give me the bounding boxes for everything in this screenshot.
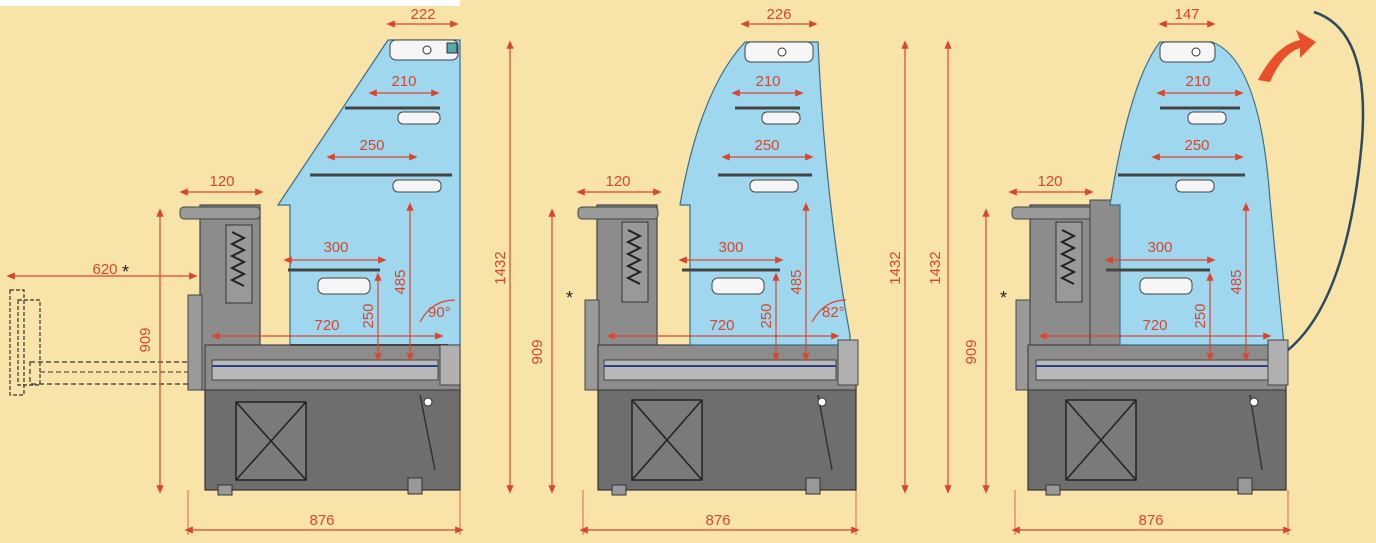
- dim-shelf1: 210: [755, 73, 780, 90]
- dim-top-width: 226: [766, 6, 791, 23]
- dim-h485: 485: [788, 269, 805, 294]
- dim-height-total: 1432: [927, 251, 944, 284]
- dim-height-total: 1432: [887, 251, 904, 284]
- dim-shelf2: 250: [754, 137, 779, 154]
- dim-shelf2: 250: [1184, 137, 1209, 154]
- dim-counter: 120: [209, 173, 234, 190]
- asterisk-mark: *: [122, 262, 129, 282]
- dim-width-total: 876: [705, 512, 730, 529]
- counter-top: [577, 206, 659, 220]
- dim-h250: 250: [360, 303, 377, 328]
- dim-h485: 485: [1228, 269, 1245, 294]
- dim-height-counter: 909: [529, 339, 546, 364]
- display-case-3: 147 210 250 120 300 720 250 485 1432 909…: [927, 6, 1365, 535]
- dim-angle: 82°: [822, 304, 845, 321]
- dim-shelf1: 210: [1185, 73, 1210, 90]
- display-case-1: 222 210 250 120 300 720 250 485 90° 1432…: [6, 6, 514, 535]
- dim-shelf2: 250: [359, 137, 384, 154]
- dim-base-depth: 720: [314, 317, 339, 334]
- counter-top: [1011, 206, 1093, 220]
- dim-height-counter: 909: [963, 339, 980, 364]
- dim-base-depth: 720: [1142, 317, 1167, 334]
- dim-height-total: 1432: [492, 251, 509, 284]
- dim-width-total: 876: [309, 512, 334, 529]
- dim-base-depth: 720: [709, 317, 734, 334]
- dim-h250: 250: [758, 303, 775, 328]
- dim-height-counter: 909: [137, 327, 154, 352]
- dim-counter: 120: [1037, 173, 1062, 190]
- extension-fixture: [9, 289, 191, 396]
- dim-counter: 120: [605, 173, 630, 190]
- dim-h250: 250: [1192, 303, 1209, 328]
- open-arrow-icon: [1258, 30, 1316, 82]
- counter-top: [179, 206, 261, 220]
- dim-shelf1: 210: [391, 73, 416, 90]
- dim-shelf3: 300: [1147, 239, 1172, 256]
- asterisk-mark: *: [566, 288, 573, 308]
- display-case-2: 226 210 250 120 300 720 250 485 82° 1432…: [529, 6, 909, 535]
- dim-angle: 90°: [428, 304, 451, 321]
- dim-h485: 485: [392, 269, 409, 294]
- dim-top-width: 147: [1174, 6, 1199, 23]
- dim-extension: 620: [92, 261, 117, 278]
- asterisk-mark: *: [1000, 288, 1007, 308]
- dim-top-width: 222: [410, 6, 435, 23]
- scan-edge: [0, 0, 460, 6]
- dim-shelf3: 300: [323, 239, 348, 256]
- dim-shelf3: 300: [718, 239, 743, 256]
- dim-width-total: 876: [1138, 512, 1163, 529]
- open-sash: [1287, 10, 1365, 351]
